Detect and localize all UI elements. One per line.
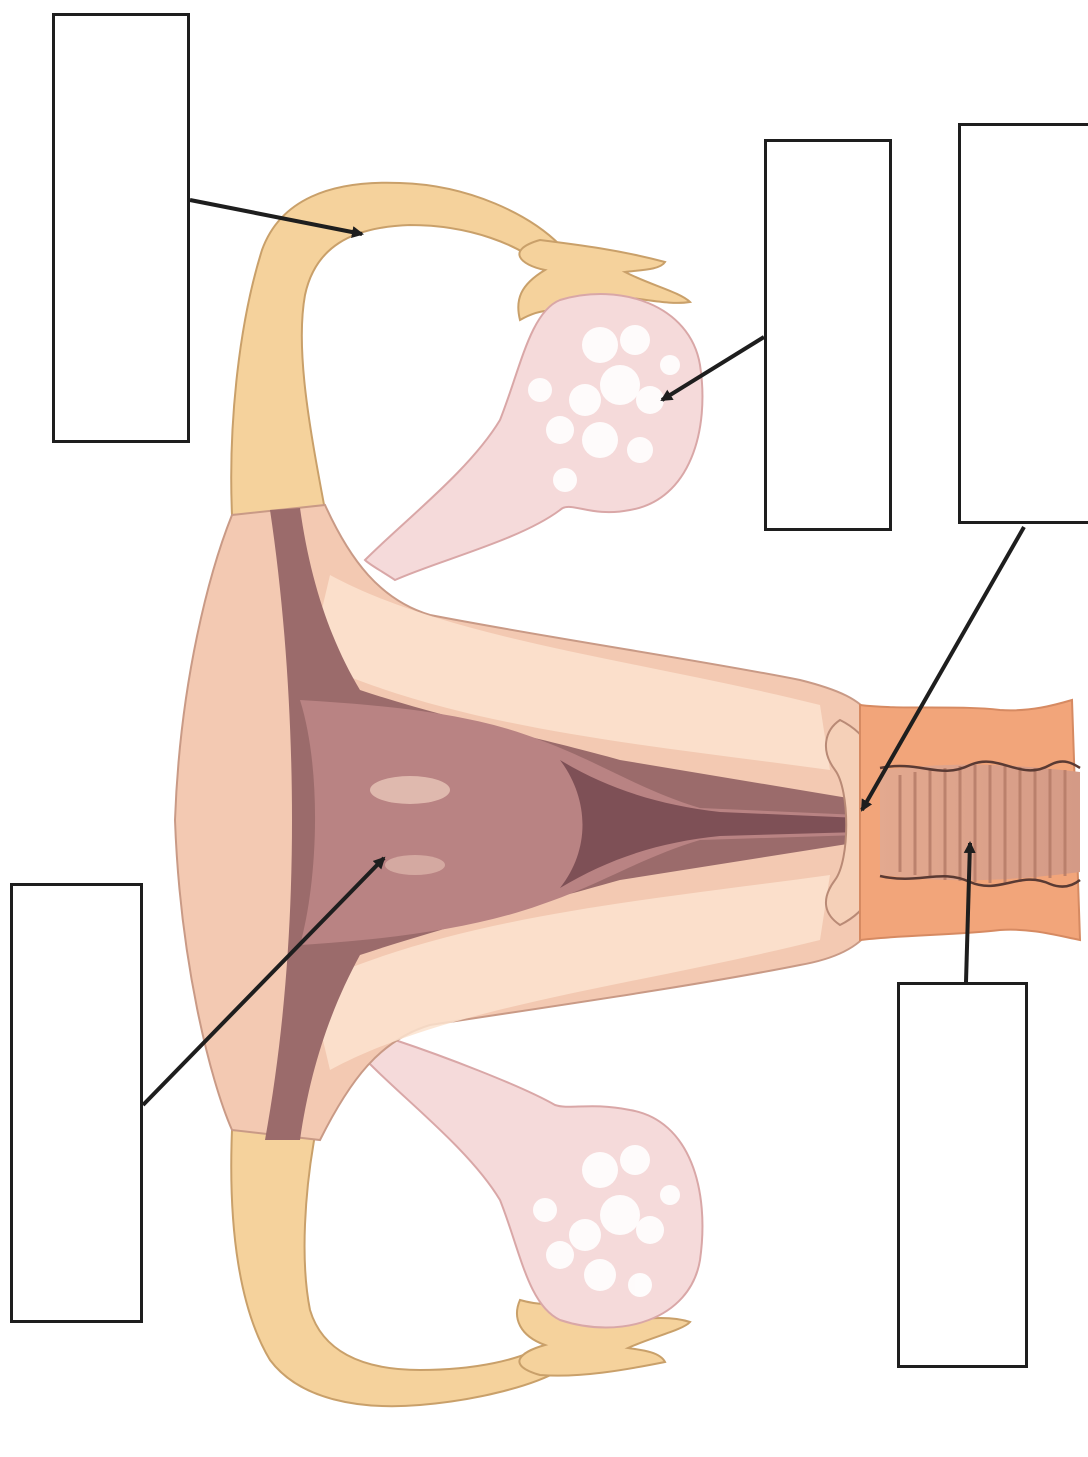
label-box-cervix[interactable]: [958, 123, 1088, 524]
label-box-fallopian-tube[interactable]: [52, 13, 190, 443]
upper-ovary: [365, 294, 702, 580]
lower-ovary: [368, 1040, 702, 1328]
label-box-ovary[interactable]: [764, 139, 892, 531]
label-box-vagina[interactable]: [897, 982, 1028, 1368]
cavity-highlight-lower: [385, 855, 445, 875]
label-box-uterus[interactable]: [10, 883, 143, 1323]
cavity-highlight-upper: [370, 776, 450, 804]
